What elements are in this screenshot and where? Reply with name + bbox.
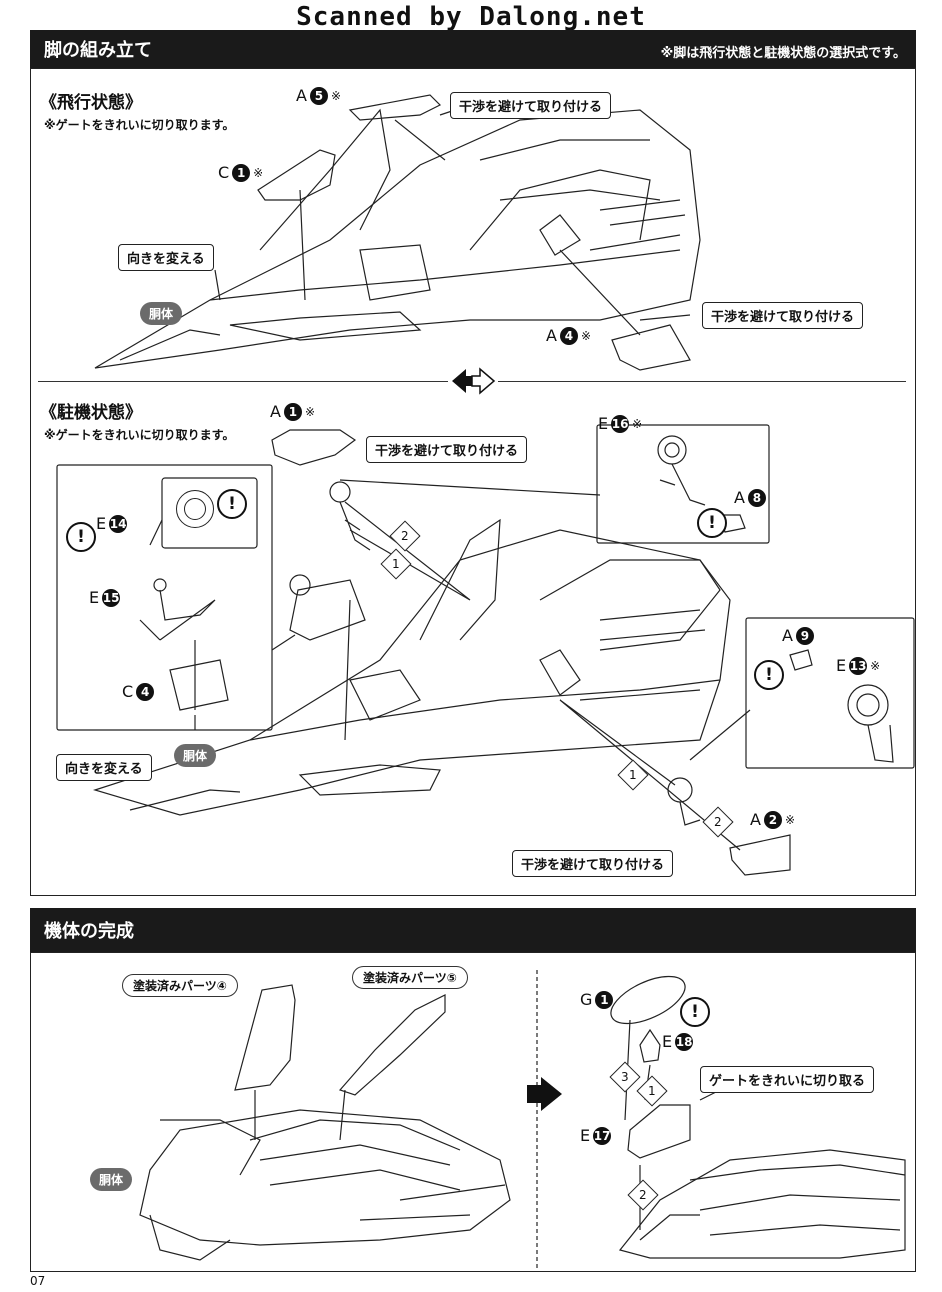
detail-frame-left bbox=[56, 464, 273, 731]
exclamation-icon: ! bbox=[217, 489, 247, 519]
gear-assembly-right bbox=[789, 649, 894, 763]
callout-avoid-interference-3: 干渉を避けて取り付ける bbox=[366, 436, 528, 463]
body-label-completion: 胴体 bbox=[90, 1168, 133, 1191]
part-c1-shape bbox=[257, 149, 336, 201]
callout-avoid-interference-4: 干渉を避けて取り付ける bbox=[512, 850, 674, 877]
flight-state-title: 《飛行状態》 bbox=[40, 93, 142, 113]
part-a1-shape bbox=[271, 429, 357, 466]
section-header-leg-assembly: 脚の組み立て ※脚は飛行状態と駐機状態の選択式です。 bbox=[30, 30, 916, 68]
detail-frame-right bbox=[745, 617, 915, 769]
painted-part-5-label: 塗装済みパーツ⑤ bbox=[352, 966, 468, 989]
cockpit-tub bbox=[627, 1104, 691, 1159]
parked-state-title: 《駐機状態》 bbox=[40, 403, 142, 423]
jet-illustration-parked bbox=[92, 518, 731, 816]
gate-detail-circle bbox=[176, 490, 214, 528]
exclamation-icon: ! bbox=[66, 522, 96, 552]
section-header-completion: 機体の完成 bbox=[30, 908, 916, 952]
flight-gate-note: ※ゲートをきれいに切り取ります。 bbox=[44, 118, 235, 132]
part-a4-shape bbox=[611, 324, 691, 371]
arrow-right-icon bbox=[527, 1077, 562, 1111]
section-title: 機体の完成 bbox=[44, 921, 134, 942]
callout-avoid-interference-1: 干渉を避けて取り付ける bbox=[450, 92, 612, 119]
detail-frame-e16 bbox=[596, 424, 770, 544]
exclamation-icon: ! bbox=[680, 997, 710, 1027]
callout-avoid-interference-2: 干渉を避けて取り付ける bbox=[702, 302, 864, 329]
section-note: ※脚は飛行状態と駐機状態の選択式です。 bbox=[660, 46, 906, 61]
painted-part-4-shape bbox=[234, 984, 296, 1091]
jet-illustration-completion-right bbox=[618, 1149, 906, 1259]
painted-part-4-label: 塗装済みパーツ④ bbox=[122, 974, 238, 997]
jet-illustration-completion-left bbox=[139, 1109, 511, 1261]
state-divider-right bbox=[498, 381, 906, 382]
callout-cut-gate: ゲートをきれいに切り取る bbox=[700, 1066, 875, 1093]
exclamation-icon: ! bbox=[754, 660, 784, 690]
part-a5-shape bbox=[348, 94, 442, 121]
state-divider-left bbox=[38, 381, 448, 382]
gear-assembly-center bbox=[329, 481, 371, 551]
pilot-figure bbox=[639, 1028, 661, 1063]
watermark: Scanned by Dalong.net bbox=[296, 2, 646, 32]
section-frame-completion bbox=[30, 952, 916, 1272]
callout-reorient-parked: 向きを変える bbox=[56, 754, 152, 781]
exclamation-icon: ! bbox=[697, 508, 727, 538]
detail-frame-gate bbox=[161, 477, 258, 549]
swap-arrows-icon bbox=[452, 367, 496, 395]
parked-gate-note: ※ゲートをきれいに切り取ります。 bbox=[44, 428, 235, 442]
body-label-flight: 胴体 bbox=[140, 302, 183, 325]
callout-reorient-flight: 向きを変える bbox=[118, 244, 214, 271]
canopy-shape bbox=[610, 975, 686, 1025]
gear-assembly-left bbox=[139, 574, 366, 711]
section-frame-leg-assembly bbox=[30, 68, 916, 896]
body-label-parked: 胴体 bbox=[174, 744, 217, 767]
section-title: 脚の組み立て bbox=[44, 40, 152, 61]
page-number: 07 bbox=[30, 1274, 46, 1288]
painted-part-5-shape bbox=[338, 994, 446, 1096]
